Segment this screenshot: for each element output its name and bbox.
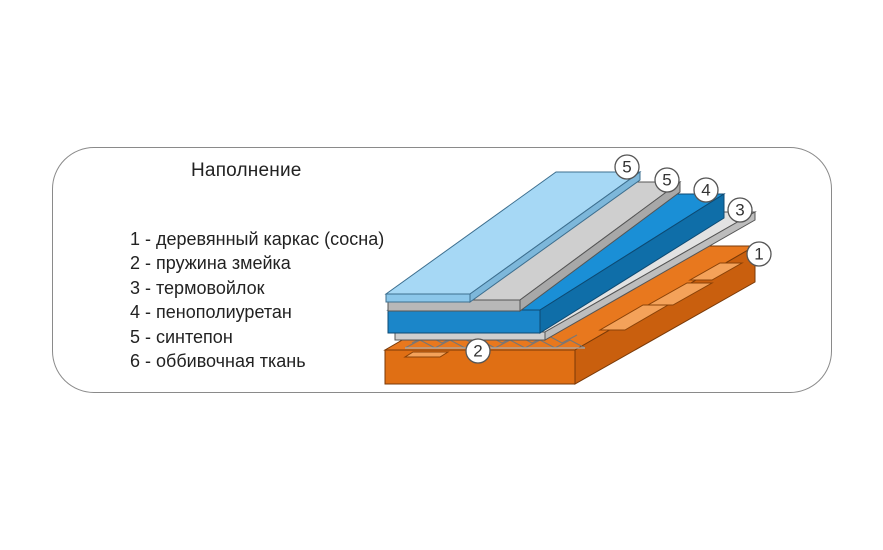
marker-wood-frame-label: 1 (754, 245, 763, 264)
marker-felt: 3 (727, 197, 753, 223)
marker-foam-label: 4 (701, 181, 710, 200)
marker-foam: 4 (693, 177, 719, 203)
diagram-title: Наполнение (191, 160, 302, 181)
marker-fabric: 5 (614, 154, 640, 180)
marker-fabric-label: 5 (622, 158, 631, 177)
legend-item-synthepon: 5 - синтепон (130, 326, 233, 347)
legend-item-fabric: 6 - оббивочная ткань (130, 351, 306, 372)
marker-felt-label: 3 (735, 201, 744, 220)
legend-item-spring: 2 - пружина змейка (130, 253, 291, 274)
legend-item-frame: 1 - деревянный каркас (сосна) (130, 229, 385, 249)
marker-spring: 2 (465, 338, 491, 364)
legend-item-foam: 4 - пенополиуретан (130, 302, 292, 323)
layer-legend: 1 - деревянный каркас (сосна) 2 - пружин… (130, 227, 384, 373)
marker-synthepon: 5 (654, 167, 680, 193)
marker-wood-frame: 1 (746, 241, 772, 267)
legend-item-felt: 3 - термовойлок (130, 277, 265, 298)
marker-spring-label: 2 (473, 342, 482, 361)
marker-synthepon-label: 5 (662, 171, 671, 190)
layer-fabric (384, 171, 642, 303)
